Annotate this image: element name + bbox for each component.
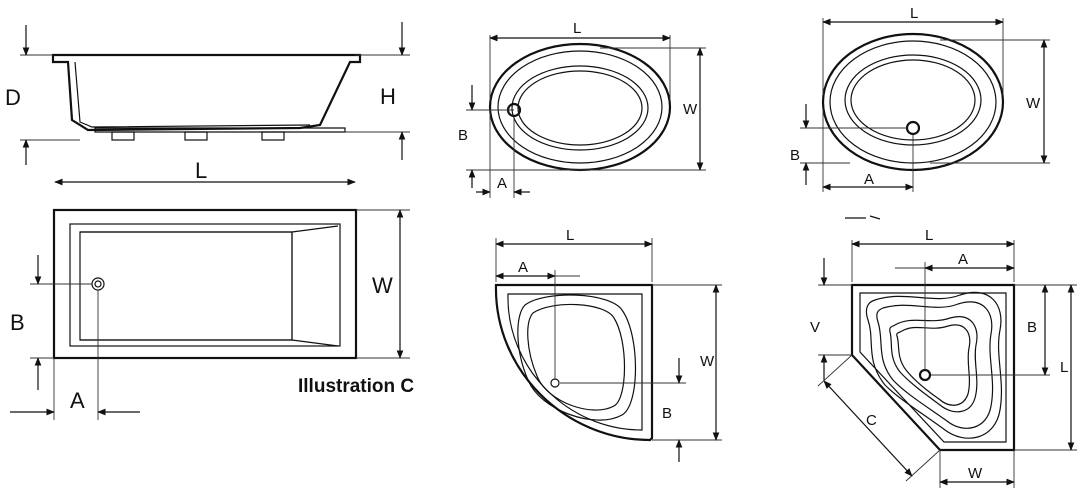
label-a: A bbox=[958, 251, 968, 268]
label-l-top: L bbox=[925, 227, 933, 244]
oval-basin bbox=[844, 54, 982, 146]
corner-basin-innermost bbox=[896, 324, 971, 406]
rect-tub-slope bbox=[80, 225, 339, 347]
label-b: B bbox=[662, 405, 672, 422]
label-l: L bbox=[566, 227, 574, 244]
label-a: A bbox=[497, 175, 507, 192]
oval-tub-small: L W B A bbox=[458, 20, 706, 198]
corner-basin-inner bbox=[889, 316, 978, 413]
rect-tub-top-view: W B A bbox=[10, 208, 410, 420]
tub-side-profile bbox=[51, 53, 362, 132]
label-l: L bbox=[195, 158, 207, 183]
drain-icon bbox=[91, 277, 105, 291]
label-l: L bbox=[573, 20, 581, 37]
label-a: A bbox=[70, 388, 85, 413]
label-w: W bbox=[1026, 95, 1041, 112]
quarter-outer-rim bbox=[494, 283, 654, 442]
tub-foot bbox=[111, 131, 135, 141]
corner-outer-rim bbox=[850, 283, 1016, 452]
quarter-basin-inner bbox=[527, 303, 626, 411]
tub-foot bbox=[184, 131, 208, 141]
label-b: B bbox=[458, 127, 468, 144]
quarter-round-tub: L A W B bbox=[494, 227, 722, 462]
illustration-caption: Illustration C bbox=[298, 376, 415, 397]
label-w: W bbox=[700, 353, 715, 370]
oval-tub-right: L W B A bbox=[790, 5, 1050, 220]
oval-basin bbox=[511, 65, 649, 151]
drain-icon bbox=[905, 120, 921, 136]
stray-mark bbox=[869, 215, 881, 220]
label-b: B bbox=[1027, 319, 1037, 336]
label-w: W bbox=[968, 465, 983, 482]
quarter-inner-rim bbox=[507, 293, 643, 431]
oval-inner-rim bbox=[497, 50, 663, 164]
label-w: W bbox=[683, 101, 698, 118]
label-w: W bbox=[372, 273, 393, 298]
tub-inner-profile bbox=[74, 61, 311, 128]
oval-basin-inner bbox=[517, 70, 643, 146]
oval-outer-rim bbox=[488, 42, 672, 172]
label-v: V bbox=[810, 319, 820, 336]
label-a: A bbox=[518, 259, 528, 276]
corner-inner-rim bbox=[859, 292, 1007, 443]
label-h: H bbox=[380, 84, 396, 109]
drain-icon bbox=[550, 378, 560, 388]
side-view: D H L bbox=[5, 22, 410, 186]
tub-foot bbox=[261, 131, 285, 141]
label-l: L bbox=[910, 5, 918, 22]
dim-line-c bbox=[823, 380, 913, 477]
label-b: B bbox=[10, 310, 25, 335]
label-a: A bbox=[864, 171, 874, 188]
rect-tub-basin bbox=[79, 231, 293, 341]
label-c: C bbox=[866, 412, 877, 429]
rect-tub-inner-rim bbox=[69, 223, 341, 347]
dim-ext bbox=[905, 449, 941, 482]
quarter-basin bbox=[517, 294, 637, 421]
label-b: B bbox=[790, 147, 800, 164]
corner-basin-mid bbox=[876, 301, 994, 429]
drain-icon bbox=[94, 280, 102, 288]
label-l-right: L bbox=[1060, 359, 1068, 376]
drain-icon bbox=[918, 368, 932, 382]
dim-ext bbox=[817, 354, 853, 387]
corner-tub: L A V B L C W bbox=[810, 227, 1077, 488]
label-d: D bbox=[5, 85, 21, 110]
corner-basin bbox=[865, 291, 1003, 439]
